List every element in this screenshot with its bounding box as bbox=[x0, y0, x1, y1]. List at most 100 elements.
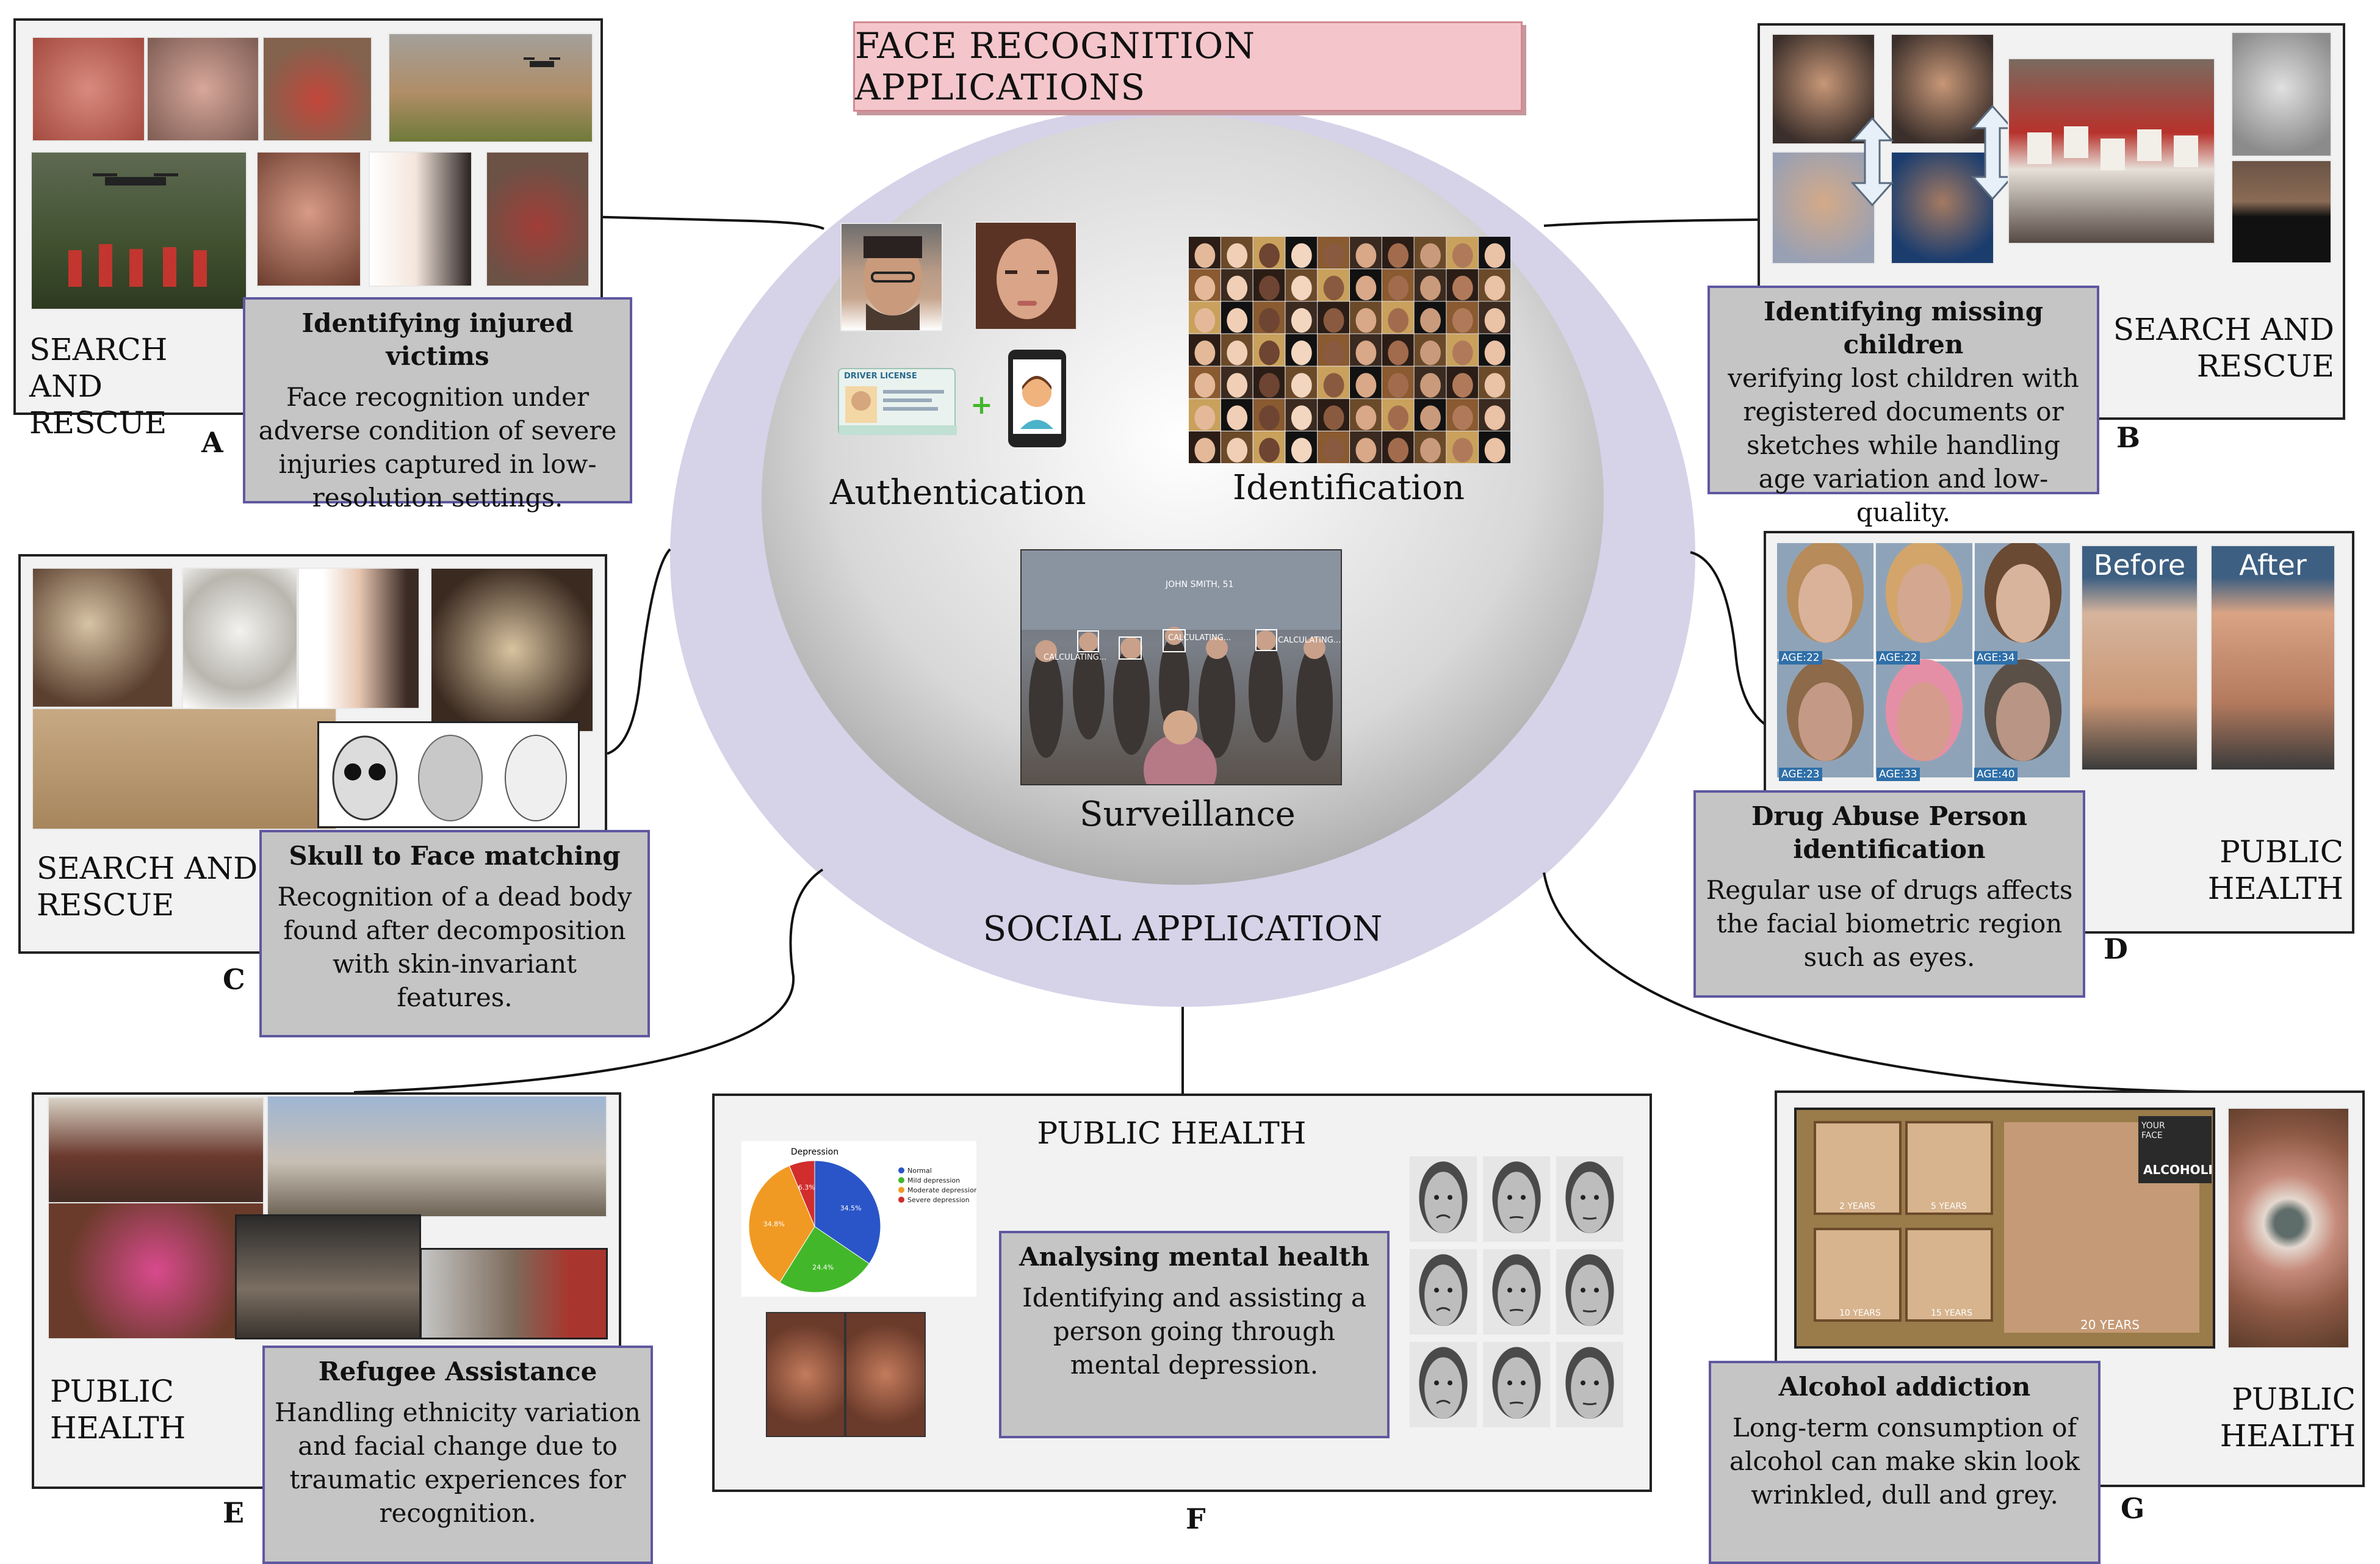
refugee-child-photo bbox=[420, 1248, 608, 1339]
identification-label: Identification bbox=[1233, 468, 1465, 508]
panel-g-callout-title: Alcohol addiction bbox=[1778, 1372, 2031, 1402]
face-thumb bbox=[1221, 269, 1253, 301]
panel-c-letter: C bbox=[223, 963, 245, 996]
missing-children-protest-photo bbox=[2008, 58, 2215, 244]
expression-face bbox=[1410, 1249, 1477, 1335]
auth-face-man-photo bbox=[840, 223, 943, 331]
profile-face-photo bbox=[369, 151, 472, 287]
pie-data-label: 34.5% bbox=[840, 1205, 862, 1213]
connector-g bbox=[1543, 872, 2259, 1094]
face-thumb bbox=[1479, 334, 1510, 366]
face-thumb bbox=[1414, 334, 1446, 366]
panel-b-category: SEARCH AND RESCUE bbox=[2113, 312, 2334, 384]
face-thumb bbox=[1382, 398, 1414, 431]
panel-d-callout: Drug Abuse Person identification Regular… bbox=[1693, 790, 2085, 998]
refugee-march-photo bbox=[267, 1095, 607, 1217]
face-thumb bbox=[1318, 334, 1349, 366]
face-thumb bbox=[1382, 237, 1414, 269]
drone-rescue-team-photo bbox=[31, 151, 247, 310]
face-thumb bbox=[1446, 398, 1479, 431]
driver-license-card: DRIVER LICENSE bbox=[838, 368, 957, 435]
skeleton-grave-photo bbox=[32, 708, 337, 830]
title-box: FACE RECOGNITION APPLICATIONS bbox=[853, 21, 1523, 112]
mug-age-1: AGE:22 bbox=[1779, 651, 1822, 665]
face-profile-photo bbox=[298, 568, 420, 709]
missing-child-young-photo-2 bbox=[1891, 151, 1994, 264]
plus-icon: + bbox=[970, 389, 993, 420]
legend-entry: Moderate depression bbox=[907, 1186, 976, 1194]
face-thumb bbox=[1318, 269, 1349, 301]
pie-slice bbox=[788, 1160, 815, 1227]
drug-mugshot-grid bbox=[1777, 541, 2071, 781]
facial-landmark-photo-1 bbox=[766, 1312, 845, 1437]
masked-face-photo bbox=[2231, 160, 2332, 264]
skull-ground-photo bbox=[32, 568, 173, 708]
face-thumb bbox=[1479, 398, 1510, 431]
face-thumb bbox=[1285, 398, 1318, 431]
identification-face-grid bbox=[1189, 237, 1511, 464]
pie-data-label: 24.4% bbox=[812, 1264, 834, 1272]
license-label: DRIVER LICENSE bbox=[844, 372, 917, 381]
expression-face bbox=[1483, 1342, 1550, 1427]
face-thumb bbox=[1318, 366, 1349, 398]
face-thumb bbox=[1189, 366, 1221, 398]
burn-face-photo bbox=[256, 151, 361, 287]
face-thumb bbox=[1382, 431, 1414, 463]
mug-age-2: AGE:22 bbox=[1877, 651, 1920, 665]
face-thumb bbox=[1221, 237, 1253, 269]
after-label: After bbox=[2239, 549, 2307, 582]
panel-f-callout: Analysing mental health Identifying and … bbox=[999, 1231, 1390, 1438]
facial-landmark-photo-2 bbox=[845, 1312, 926, 1437]
before-label: Before bbox=[2093, 549, 2186, 582]
crowd-tag-2: CALCULATING... bbox=[1044, 653, 1107, 662]
panel-b-callout-text: verifying lost children with registered … bbox=[1728, 363, 2079, 527]
face-thumb bbox=[1414, 237, 1446, 269]
face-thumb bbox=[1285, 431, 1318, 463]
mug-age-3: AGE:34 bbox=[1974, 651, 2018, 665]
crowd-tag-3: CALCULATING... bbox=[1168, 633, 1231, 643]
panel-g-callout-text: Long-term consumption of alcohol can mak… bbox=[1729, 1413, 2080, 1510]
face-thumb bbox=[1189, 269, 1221, 301]
face-thumb bbox=[1350, 431, 1382, 463]
face-thumb bbox=[1382, 366, 1414, 398]
panel-a-callout-text: Face recognition under adverse condition… bbox=[258, 382, 617, 513]
mugshot bbox=[1876, 541, 1972, 659]
face-thumb bbox=[1221, 301, 1253, 334]
panel-b-callout: Identifying missing children verifying l… bbox=[1707, 286, 2099, 527]
after-photo: After bbox=[2210, 545, 2335, 771]
face-thumb bbox=[1253, 334, 1285, 366]
age-match-arrow-icon bbox=[1850, 117, 1894, 207]
expression-face bbox=[1410, 1156, 1477, 1242]
face-thumb bbox=[1253, 366, 1285, 398]
face-thumb bbox=[1446, 366, 1479, 398]
face-thumb bbox=[1285, 237, 1318, 269]
panel-c-category: SEARCH AND RESCUE bbox=[37, 851, 258, 923]
phone-selfie-icon bbox=[1008, 350, 1066, 447]
mug-age-4: AGE:23 bbox=[1779, 768, 1822, 781]
drone-fire-photo bbox=[388, 33, 593, 143]
injured-face-photo-1 bbox=[32, 37, 145, 142]
panel-c-callout-title: Skull to Face matching bbox=[289, 841, 621, 871]
skull-plant-photo bbox=[430, 568, 594, 732]
expression-face bbox=[1556, 1249, 1623, 1335]
expression-face bbox=[1483, 1249, 1550, 1335]
face-thumb bbox=[1414, 366, 1446, 398]
expression-face bbox=[1556, 1156, 1623, 1242]
panel-e-callout-title: Refugee Assistance bbox=[318, 1357, 597, 1386]
face-thumb bbox=[1479, 237, 1510, 269]
face-thumb bbox=[1350, 269, 1382, 301]
refugee-group-photo bbox=[48, 1202, 264, 1339]
face-thumb bbox=[1446, 334, 1479, 366]
legend-entry: Severe depression bbox=[907, 1196, 970, 1204]
face-thumb bbox=[1350, 301, 1382, 334]
face-thumb bbox=[1382, 334, 1414, 366]
face-thumb bbox=[1189, 237, 1221, 269]
face-thumb bbox=[1414, 431, 1446, 463]
face-thumb bbox=[1479, 269, 1510, 301]
expression-face-grid bbox=[1410, 1156, 1623, 1428]
panel-d-callout-title: Drug Abuse Person identification bbox=[1751, 801, 2028, 864]
panel-d-category-1: PUBLIC HEALTH bbox=[2173, 834, 2343, 907]
panel-g-category: PUBLIC HEALTH bbox=[2220, 1382, 2356, 1454]
panel-f-category: PUBLIC HEALTH bbox=[1037, 1115, 1307, 1151]
mugshot bbox=[1777, 541, 1873, 659]
